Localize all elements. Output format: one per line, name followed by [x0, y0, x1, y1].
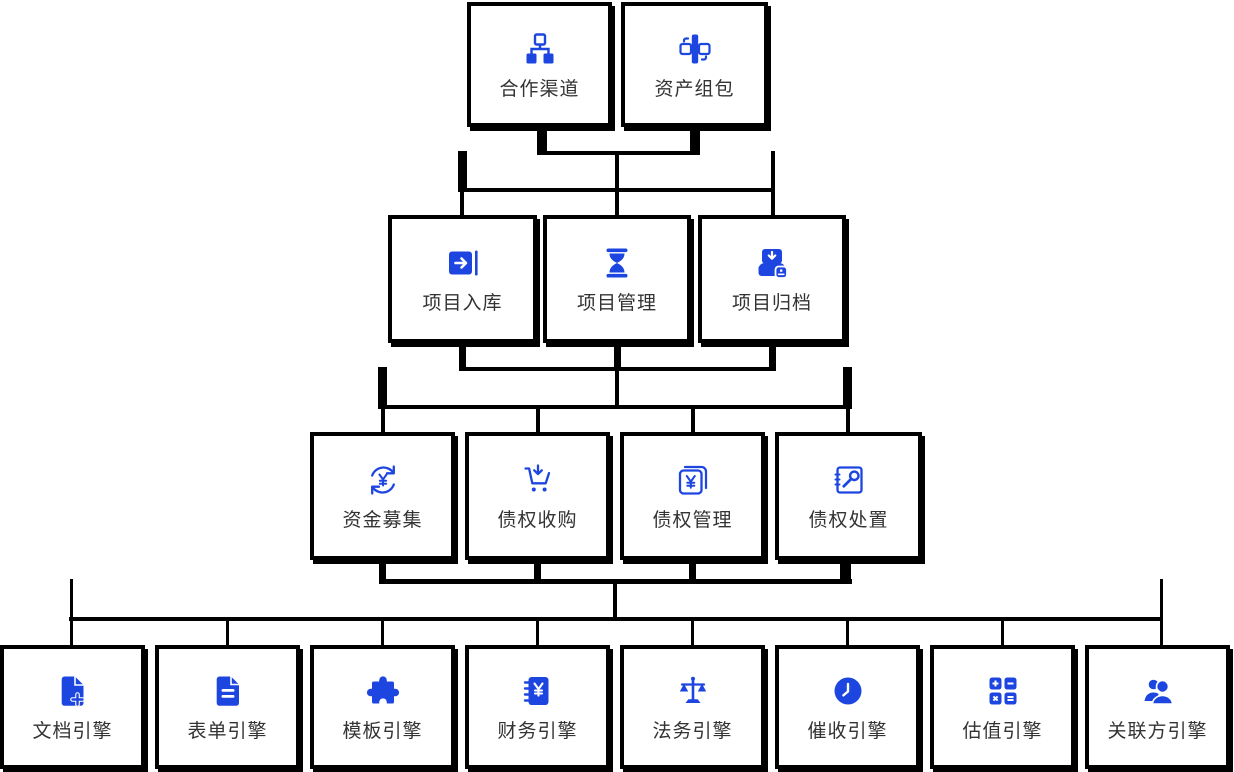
cart-arrow-down-icon — [520, 462, 556, 498]
node-asset-package: 资产组包 — [621, 2, 768, 127]
connector-line — [840, 560, 851, 582]
connector-line — [70, 579, 73, 647]
refresh-yuan-icon — [365, 462, 401, 498]
import-icon — [445, 245, 481, 281]
puzzle-icon — [365, 673, 401, 709]
node-document-engine: 文档引擎 — [0, 645, 145, 769]
node-label: 文档引擎 — [32, 721, 113, 742]
connector-line — [226, 621, 229, 647]
node-form-engine: 表单引擎 — [155, 645, 300, 769]
node-project-intake: 项目入库 — [388, 215, 537, 343]
connector-line — [381, 621, 384, 647]
node-label: 表单引擎 — [187, 721, 268, 742]
connector-line — [614, 343, 621, 369]
node-cooperation-channel: 合作渠道 — [467, 2, 612, 127]
node-fund-raising: 资金募集 — [310, 432, 455, 560]
connector-line — [378, 405, 852, 409]
node-collection-engine: 催收引擎 — [775, 645, 920, 769]
node-label: 估值引擎 — [962, 721, 1043, 742]
sitemap-icon — [522, 31, 558, 67]
node-label: 债权处置 — [808, 510, 889, 531]
node-valuation-engine: 估值引擎 — [930, 645, 1075, 769]
connector-line — [537, 127, 547, 153]
connector-line — [691, 621, 694, 647]
connector-line — [379, 579, 852, 584]
connector-line — [615, 369, 619, 409]
node-template-engine: 模板引擎 — [310, 645, 455, 769]
connector-line — [690, 127, 700, 153]
connector-line — [378, 367, 387, 409]
clock-icon — [830, 673, 866, 709]
node-label: 债权收购 — [497, 510, 578, 531]
yuan-passbook-icon — [520, 673, 556, 709]
connector-line — [846, 621, 849, 647]
node-label: 项目入库 — [422, 293, 503, 314]
form-document-icon — [210, 673, 246, 709]
connector-line — [534, 560, 541, 582]
node-project-archive: 项目归档 — [698, 215, 846, 343]
asset-package-icon — [677, 31, 713, 67]
node-debt-disposal: 债权处置 — [775, 432, 922, 560]
node-debt-acquisition: 债权收购 — [465, 432, 610, 560]
node-project-management: 项目管理 — [543, 215, 691, 343]
node-label: 财务引擎 — [497, 721, 578, 742]
document-plus-icon — [55, 673, 91, 709]
connector-line — [615, 153, 619, 217]
connector-line — [459, 343, 466, 369]
connector-line — [458, 188, 775, 192]
connector-line — [460, 192, 464, 217]
hourglass-icon — [599, 245, 635, 281]
wrench-document-icon — [831, 462, 867, 498]
connector-line — [843, 367, 852, 409]
connector-line — [769, 343, 776, 369]
node-label: 催收引擎 — [807, 721, 888, 742]
node-label: 项目管理 — [576, 293, 657, 314]
connector-line — [771, 151, 775, 192]
archive-inbox-icon — [754, 245, 790, 281]
calculator-icon — [985, 673, 1021, 709]
connector-line — [689, 560, 696, 582]
connector-line — [381, 409, 385, 434]
node-legal-engine: 法务引擎 — [620, 645, 765, 769]
connector-line — [69, 617, 1163, 621]
connector-line — [458, 151, 467, 192]
yuan-document-icon — [675, 462, 711, 498]
connector-line — [771, 192, 775, 217]
node-finance-engine: 财务引擎 — [465, 645, 610, 769]
connector-line — [691, 409, 695, 434]
connector-line — [536, 409, 540, 434]
scales-icon — [675, 673, 711, 709]
node-label: 资金募集 — [342, 510, 423, 531]
node-label: 债权管理 — [652, 510, 733, 531]
people-icon — [1140, 673, 1176, 709]
node-label: 模板引擎 — [342, 721, 423, 742]
node-label: 法务引擎 — [652, 721, 733, 742]
connector-line — [379, 560, 386, 582]
connector-line — [846, 409, 850, 434]
node-label: 项目归档 — [731, 293, 812, 314]
connector-line — [1160, 579, 1163, 647]
node-label: 资产组包 — [654, 78, 735, 100]
connector-line — [1001, 621, 1004, 647]
node-debt-management: 债权管理 — [620, 432, 765, 560]
node-related-party-engine: 关联方引擎 — [1085, 645, 1230, 769]
connector-line — [613, 584, 617, 619]
node-label: 合作渠道 — [499, 78, 580, 100]
connector-line — [536, 621, 539, 647]
node-label: 关联方引擎 — [1107, 721, 1208, 742]
